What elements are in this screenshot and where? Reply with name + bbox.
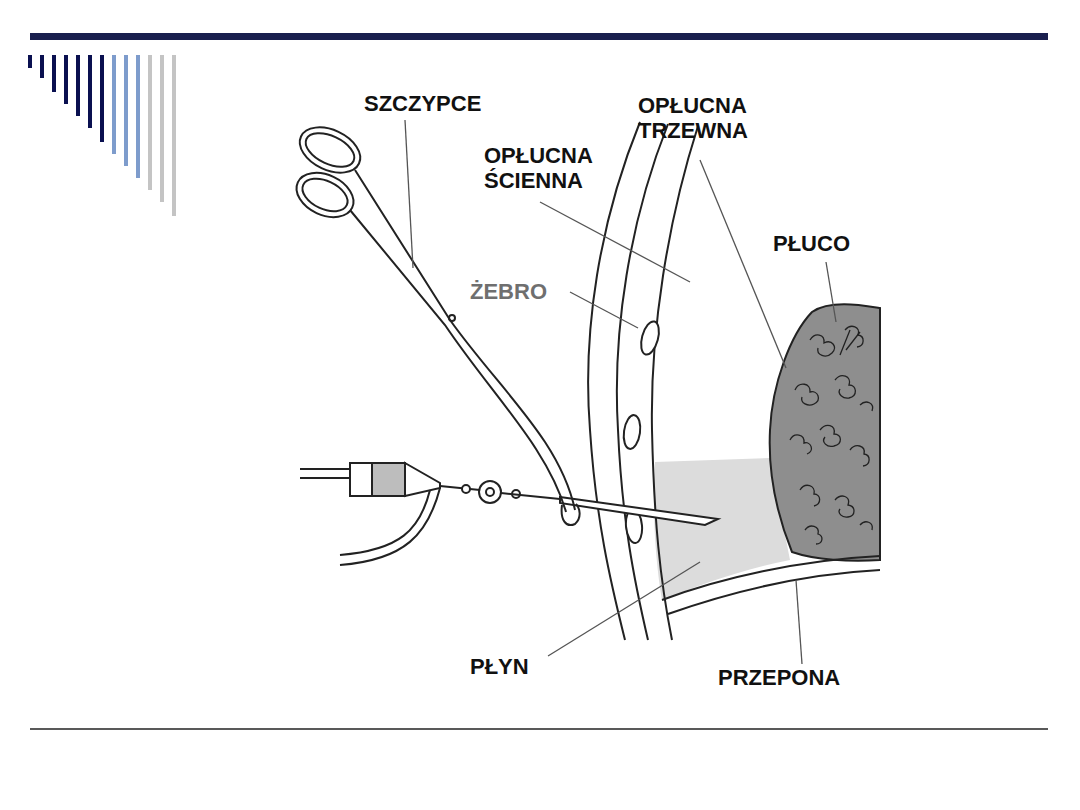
part-label: OPŁUCNA TRZEWNA: [638, 94, 768, 143]
fluid-region: [654, 458, 790, 600]
chest-wall: [588, 122, 698, 640]
leader-lines: [405, 120, 836, 664]
part-label: OPŁUCNA ŚCIENNA: [484, 144, 614, 193]
syringe: [300, 463, 718, 565]
part-label: ŻEBRO: [470, 280, 570, 305]
lung: [770, 304, 880, 560]
part-label: PŁUCO: [773, 232, 873, 257]
corner-stripes: [30, 55, 174, 216]
footer-line: [30, 728, 1048, 730]
lung-alveoli: [790, 326, 873, 544]
part-label: PRZEPONA: [718, 666, 868, 691]
part-label: PŁYN: [470, 655, 570, 680]
header-bar: [30, 33, 1048, 40]
part-label: SZCZYPCE: [364, 92, 504, 117]
